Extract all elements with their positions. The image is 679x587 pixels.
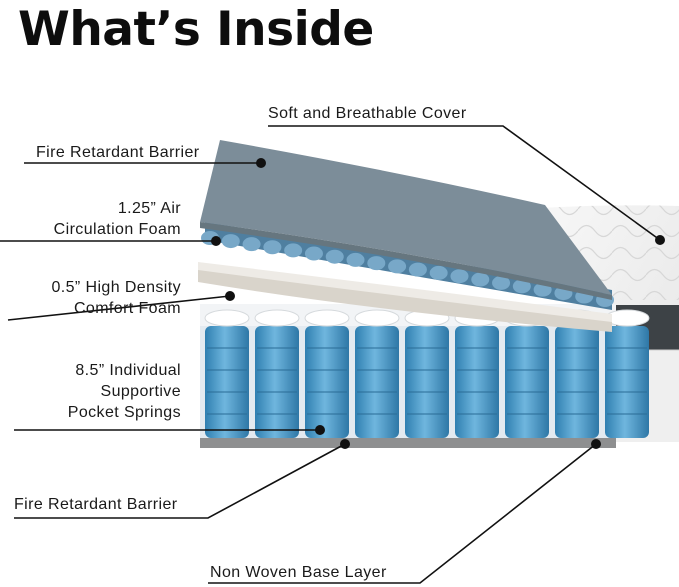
comfort-foam-layer <box>198 268 612 332</box>
label-fire-barrier-top: Fire Retardant Barrier <box>36 142 200 163</box>
foam-bump <box>263 240 282 255</box>
label-springs-line3: Pocket Springs <box>67 404 181 421</box>
cover-dot <box>655 235 665 245</box>
label-springs-line2: Supportive <box>100 383 181 400</box>
pocket-spring <box>404 309 450 438</box>
foam-bump <box>325 249 344 264</box>
comfort-foam-dot <box>225 291 235 301</box>
fire-barrier-bottom-dot <box>340 439 350 449</box>
base-layer-leader-line <box>208 443 597 584</box>
pocket-spring <box>254 309 300 438</box>
foam-bump <box>471 272 490 287</box>
label-cover: Soft and Breathable Cover <box>268 103 467 124</box>
label-fire-barrier-bottom: Fire Retardant Barrier <box>14 494 178 515</box>
comfort-foam-leader-line <box>7 295 231 321</box>
pocket-spring <box>204 309 250 438</box>
cover-leader-line <box>268 125 661 241</box>
label-air-foam-line2: Circulation Foam <box>53 221 181 238</box>
foam-bump <box>492 275 511 290</box>
foam-bump <box>367 256 386 271</box>
bottom-barrier <box>200 438 616 448</box>
springs-dot <box>315 425 325 435</box>
foam-bump <box>284 243 303 258</box>
base-layer-dot <box>591 439 601 449</box>
foam-bump <box>429 265 448 280</box>
top-barrier-layer <box>200 140 612 295</box>
foam-bump <box>304 246 323 261</box>
label-comfort-foam-line2: Comfort Foam <box>73 300 181 317</box>
pocket-spring <box>454 309 500 438</box>
label-cover-text: Soft and Breathable Cover <box>268 105 467 122</box>
spring-unit <box>200 304 650 448</box>
label-base-layer: Non Woven Base Layer <box>210 562 387 583</box>
pocket-spring <box>604 309 650 438</box>
fire-barrier-bottom-leader-line <box>14 443 346 519</box>
pocket-spring <box>304 309 350 438</box>
page-title: What’s Inside <box>18 2 374 57</box>
label-fire-barrier-top-text: Fire Retardant Barrier <box>36 144 200 161</box>
label-air-foam-line1: 1.25” Air <box>117 200 181 217</box>
label-springs: 8.5” Individual Supportive Pocket Spring… <box>68 360 181 423</box>
label-air-foam: 1.25” Air Circulation Foam <box>54 198 181 240</box>
label-comfort-foam-line1: 0.5” High Density <box>51 279 181 296</box>
foam-bump <box>408 262 427 277</box>
foam-bump <box>388 259 407 274</box>
label-comfort-foam: 0.5” High Density Comfort Foam <box>51 277 181 319</box>
label-fire-barrier-bottom-text: Fire Retardant Barrier <box>14 496 178 513</box>
foam-bump <box>450 269 469 284</box>
pocket-spring <box>504 309 550 438</box>
foam-bump <box>242 237 261 252</box>
label-base-layer-text: Non Woven Base Layer <box>210 564 387 581</box>
fire-barrier-top-dot <box>256 158 266 168</box>
foam-bump <box>512 279 531 294</box>
pocket-spring <box>354 309 400 438</box>
foam-bump <box>221 234 240 249</box>
label-springs-line1: 8.5” Individual <box>75 362 181 379</box>
air-foam-dot <box>211 236 221 246</box>
foam-bump <box>346 252 365 267</box>
